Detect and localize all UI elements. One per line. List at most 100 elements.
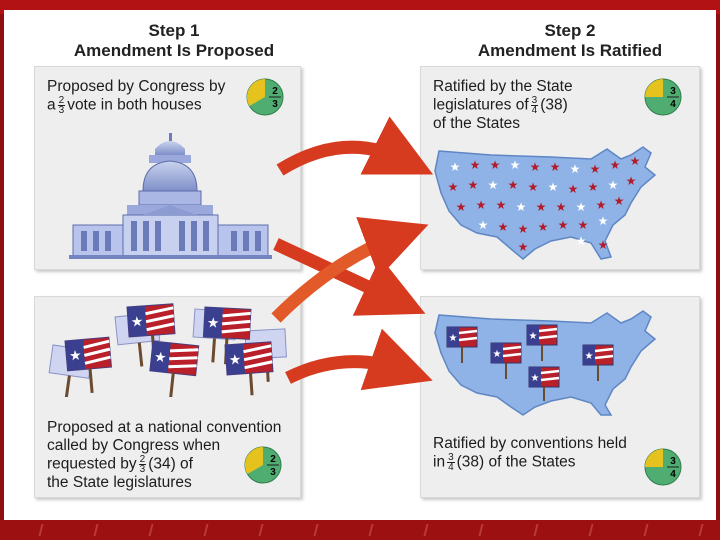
pie-num: 2 bbox=[270, 454, 276, 465]
svg-text:★: ★ bbox=[550, 160, 561, 174]
convention-line2: called by Congress when bbox=[47, 437, 221, 454]
frac-den: 3 bbox=[139, 464, 146, 475]
svg-text:★: ★ bbox=[610, 158, 621, 172]
step1-heading: Step 1 Amendment Is Proposed bbox=[44, 21, 304, 61]
svg-text:★: ★ bbox=[448, 180, 459, 194]
diagonal-arrow-up-icon bbox=[271, 216, 429, 323]
step2-subtitle: Amendment Is Ratified bbox=[477, 41, 663, 60]
convention-line1: Proposed at a national convention bbox=[47, 419, 282, 436]
svg-text:★: ★ bbox=[493, 349, 502, 360]
svg-text:★: ★ bbox=[449, 333, 458, 344]
svg-text:★: ★ bbox=[556, 200, 567, 214]
legislatures-line2-post: (38) bbox=[540, 96, 568, 114]
fraction-pie-icon: 3 4 bbox=[644, 78, 682, 116]
svg-text:★: ★ bbox=[508, 178, 519, 192]
fraction-pie-icon: 2 3 bbox=[244, 446, 282, 484]
svg-text:★: ★ bbox=[450, 160, 461, 174]
pie-den: 4 bbox=[670, 469, 676, 480]
state-flags: ★ ★ ★ ★ ★ bbox=[446, 324, 614, 401]
legislatures-line3: of the States bbox=[433, 115, 521, 132]
svg-text:★: ★ bbox=[570, 162, 581, 176]
svg-text:★: ★ bbox=[531, 373, 540, 384]
svg-text:★: ★ bbox=[590, 162, 601, 176]
frac-den: 4 bbox=[448, 462, 454, 473]
us-map-stars-icon: ★★★★★★★★★★ ★★★★★★★★★★ ★★★★★★★★★ ★★★★★★★ … bbox=[434, 146, 657, 260]
svg-text:★: ★ bbox=[630, 154, 641, 168]
convention-text: Proposed at a national convention called… bbox=[47, 419, 281, 492]
fraction-pie-icon: 3 4 bbox=[644, 448, 682, 486]
conventions-line2-post: (38) of the States bbox=[456, 453, 576, 471]
legislatures-line1: Ratified by the State bbox=[433, 78, 573, 95]
us-map-shape bbox=[434, 310, 657, 416]
svg-text:★: ★ bbox=[576, 234, 587, 248]
capitol-building-icon bbox=[69, 133, 272, 259]
frac-den: 4 bbox=[531, 105, 538, 116]
frac-den: 3 bbox=[58, 105, 65, 116]
conventions-line1: Ratified by conventions held bbox=[433, 435, 627, 452]
svg-text:★: ★ bbox=[598, 238, 609, 252]
svg-text:★: ★ bbox=[153, 348, 167, 365]
svg-text:★: ★ bbox=[588, 180, 599, 194]
fraction-pie-icon: 2 3 bbox=[246, 78, 284, 116]
curved-arrow-icon bbox=[276, 116, 434, 176]
svg-text:★: ★ bbox=[528, 180, 539, 194]
svg-text:★: ★ bbox=[598, 214, 609, 228]
diagram-canvas: Step 1 Amendment Is Proposed Step 2 Amen… bbox=[4, 10, 716, 520]
convention-line3-post: (34) of bbox=[148, 455, 193, 473]
us-map-flags-icon: ★ ★ ★ ★ ★ bbox=[434, 310, 657, 416]
pie-num: 2 bbox=[272, 86, 278, 97]
svg-text:★: ★ bbox=[488, 178, 499, 192]
svg-text:★: ★ bbox=[490, 158, 501, 172]
svg-text:★: ★ bbox=[518, 222, 529, 236]
convention-line4: the State legislatures bbox=[47, 474, 192, 491]
congress-line2-pre: a bbox=[47, 96, 56, 114]
svg-text:★: ★ bbox=[626, 174, 637, 188]
svg-text:★: ★ bbox=[68, 347, 82, 364]
congress-line1: Proposed by Congress by bbox=[47, 78, 226, 95]
svg-text:★: ★ bbox=[468, 178, 479, 192]
protest-signs-icon: ★ ★ ★ ★ ★ bbox=[48, 303, 287, 397]
legislatures-line2-pre: legislatures of bbox=[433, 96, 529, 114]
svg-text:★: ★ bbox=[558, 218, 569, 232]
step2-heading: Step 2 Amendment Is Ratified bbox=[430, 21, 710, 61]
step1-subtitle: Amendment Is Proposed bbox=[73, 41, 275, 60]
panel-convention-proposal: ★ ★ ★ ★ ★ Proposed at a national convent… bbox=[34, 296, 301, 498]
congress-line2-post: vote in both houses bbox=[67, 96, 202, 114]
step2-title: Step 2 bbox=[544, 21, 596, 40]
svg-text:★: ★ bbox=[228, 351, 242, 368]
frac-num: 2 bbox=[138, 454, 147, 465]
step1-title: Step 1 bbox=[148, 21, 200, 40]
conventions-line2-pre: in bbox=[433, 453, 446, 471]
panel-convention-ratification: ★ ★ ★ ★ ★ Ratified by conventions held i… bbox=[420, 296, 700, 498]
svg-text:★: ★ bbox=[516, 200, 527, 214]
svg-text:★: ★ bbox=[510, 158, 521, 172]
frac-num: 2 bbox=[57, 95, 66, 106]
svg-text:★: ★ bbox=[596, 198, 607, 212]
svg-text:★: ★ bbox=[548, 180, 559, 194]
svg-text:★: ★ bbox=[476, 198, 487, 212]
convention-line3-pre: requested by bbox=[47, 455, 137, 473]
svg-text:★: ★ bbox=[207, 314, 220, 331]
us-map-shape bbox=[434, 146, 657, 260]
pie-den: 3 bbox=[270, 467, 276, 478]
svg-text:★: ★ bbox=[478, 218, 489, 232]
svg-text:★: ★ bbox=[470, 158, 481, 172]
svg-text:★: ★ bbox=[536, 200, 547, 214]
svg-text:★: ★ bbox=[530, 160, 541, 174]
svg-text:★: ★ bbox=[456, 200, 467, 214]
frac-num: 3 bbox=[530, 95, 539, 106]
svg-text:★: ★ bbox=[518, 240, 529, 254]
svg-text:★: ★ bbox=[576, 200, 587, 214]
pie-num: 3 bbox=[670, 86, 676, 97]
pie-num: 3 bbox=[670, 456, 676, 467]
